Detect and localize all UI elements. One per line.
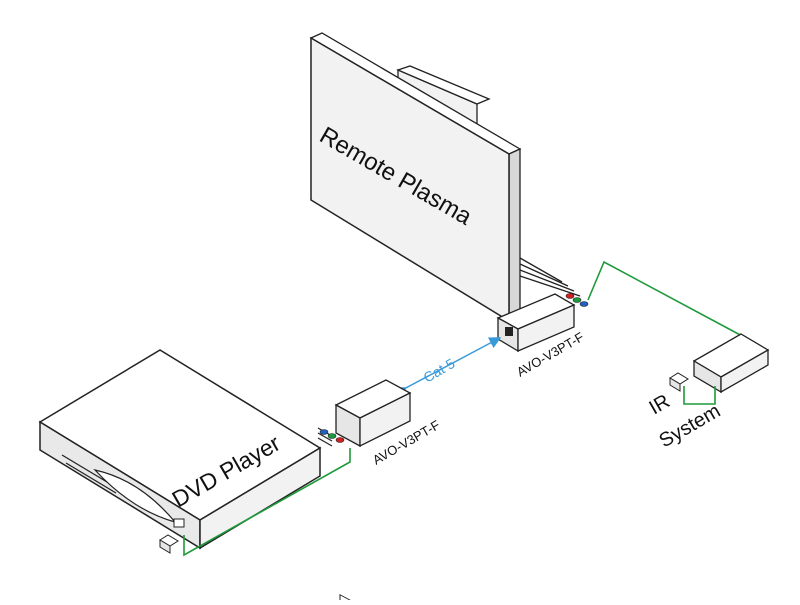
rca-green-icon <box>572 297 582 303</box>
rca-red-icon <box>565 293 575 299</box>
rca-blue-left-icon <box>319 429 329 435</box>
rca-red-left-icon <box>335 437 345 443</box>
ir-emitter-left-icon <box>159 539 171 554</box>
ir-emitter-icon <box>669 377 681 392</box>
remote-plasma-display: Remote Plasma <box>309 32 522 323</box>
ir-label-line1: IR <box>646 390 674 419</box>
ir-wire-right <box>587 260 745 338</box>
ir-system-device: IR System <box>646 333 770 452</box>
cat5-link: Cat 5 <box>393 337 502 399</box>
plasma-av-cables <box>519 257 581 297</box>
rj45-port-icon <box>505 327 513 336</box>
port-grid-icon <box>339 594 357 605</box>
cat5-label: Cat 5 <box>421 355 458 386</box>
rca-green-left-icon <box>327 433 337 439</box>
ir-wire-left <box>159 448 351 557</box>
avo-unit-left: AVO-V3PT-F <box>319 379 442 605</box>
dvd-player: DVD Player <box>38 349 333 550</box>
rca-blue-icon <box>579 301 589 307</box>
